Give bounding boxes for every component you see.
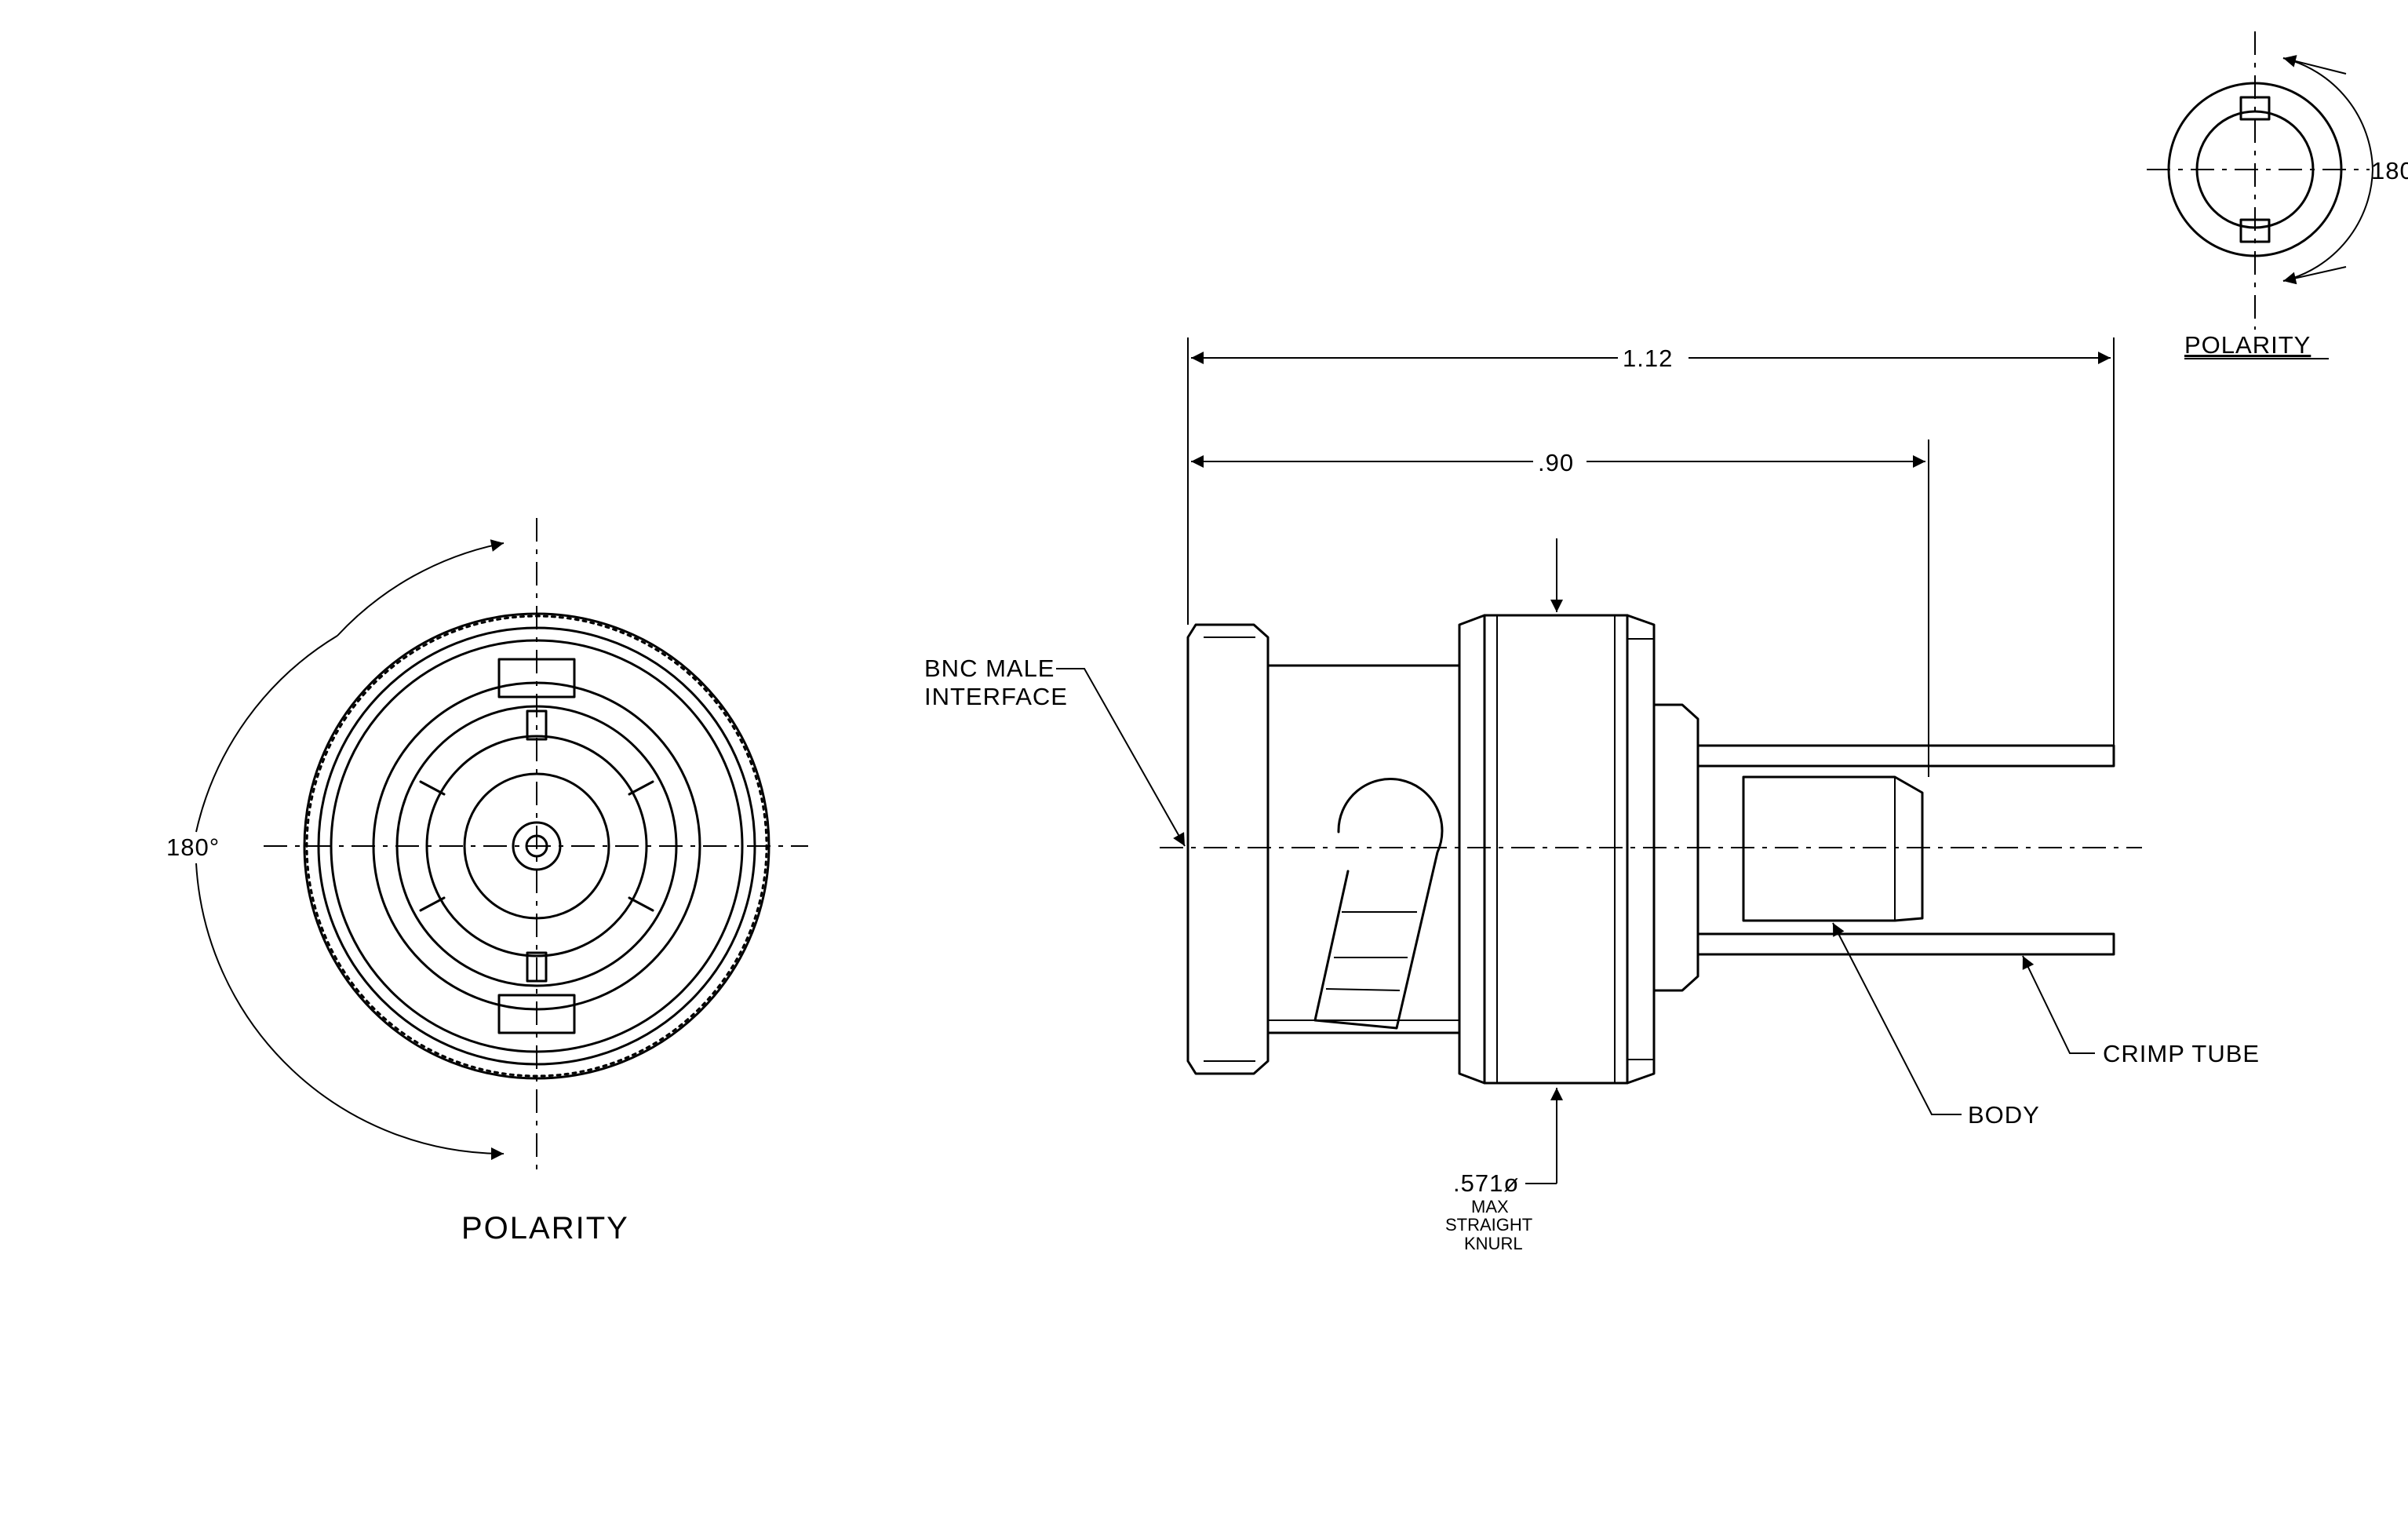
coupling-nut-knurl <box>1483 614 1629 1085</box>
bayonet-sleeve <box>1266 664 1461 1034</box>
side-view: 1.12 .90 .571ø MAX STRAIGHT KNURL BNC MA… <box>924 337 2260 1253</box>
arc-lower <box>195 863 505 1161</box>
inset-arrow-bottom <box>2282 266 2347 285</box>
polarity-inset: 180 POLARITY <box>2147 31 2408 359</box>
front-view: 180° POLARITY <box>166 518 808 1246</box>
inset-arrow-top <box>2282 55 2347 75</box>
angle-label-front: 180° <box>166 833 220 861</box>
knurl-knurl-label: KNURL <box>1464 1234 1523 1253</box>
interface-label-1: BNC MALE <box>924 655 1055 682</box>
knurl-dim-label: .571ø <box>1453 1169 1519 1197</box>
knurl-straight-label: STRAIGHT <box>1445 1215 1532 1235</box>
front-flange <box>1186 623 1270 1075</box>
dim-overall-label: 1.12 <box>1623 345 1673 372</box>
knurl-max-label: MAX <box>1471 1197 1509 1216</box>
bayonet-slot <box>1313 778 1444 1030</box>
body-label: BODY <box>1968 1101 2040 1129</box>
arc-upper <box>337 539 505 636</box>
arc-upper-2 <box>195 635 338 833</box>
body-leader <box>1832 922 1962 1115</box>
rear-shoulder <box>1652 703 1699 992</box>
dim-body-label: .90 <box>1538 449 1574 476</box>
crimp-tube-wall-top <box>1696 744 2115 768</box>
crimp-tube-label: CRIMP TUBE <box>2103 1040 2260 1067</box>
polarity-label-front: POLARITY <box>461 1211 629 1246</box>
coupling-nut-rim-left <box>1458 614 1486 1085</box>
polarity-label-inset: POLARITY <box>2184 331 2311 359</box>
coupling-nut-rim-right <box>1626 614 1656 1085</box>
inset-arc <box>2282 57 2374 282</box>
interface-leader <box>1056 668 1186 847</box>
angle-label-inset: 180 <box>2371 157 2408 184</box>
interface-label-2: INTERFACE <box>924 683 1068 710</box>
slot-ramp <box>1325 988 1401 991</box>
crimp-tube-leader <box>2022 955 2095 1054</box>
crimp-tube-wall-bottom <box>1696 932 2115 956</box>
